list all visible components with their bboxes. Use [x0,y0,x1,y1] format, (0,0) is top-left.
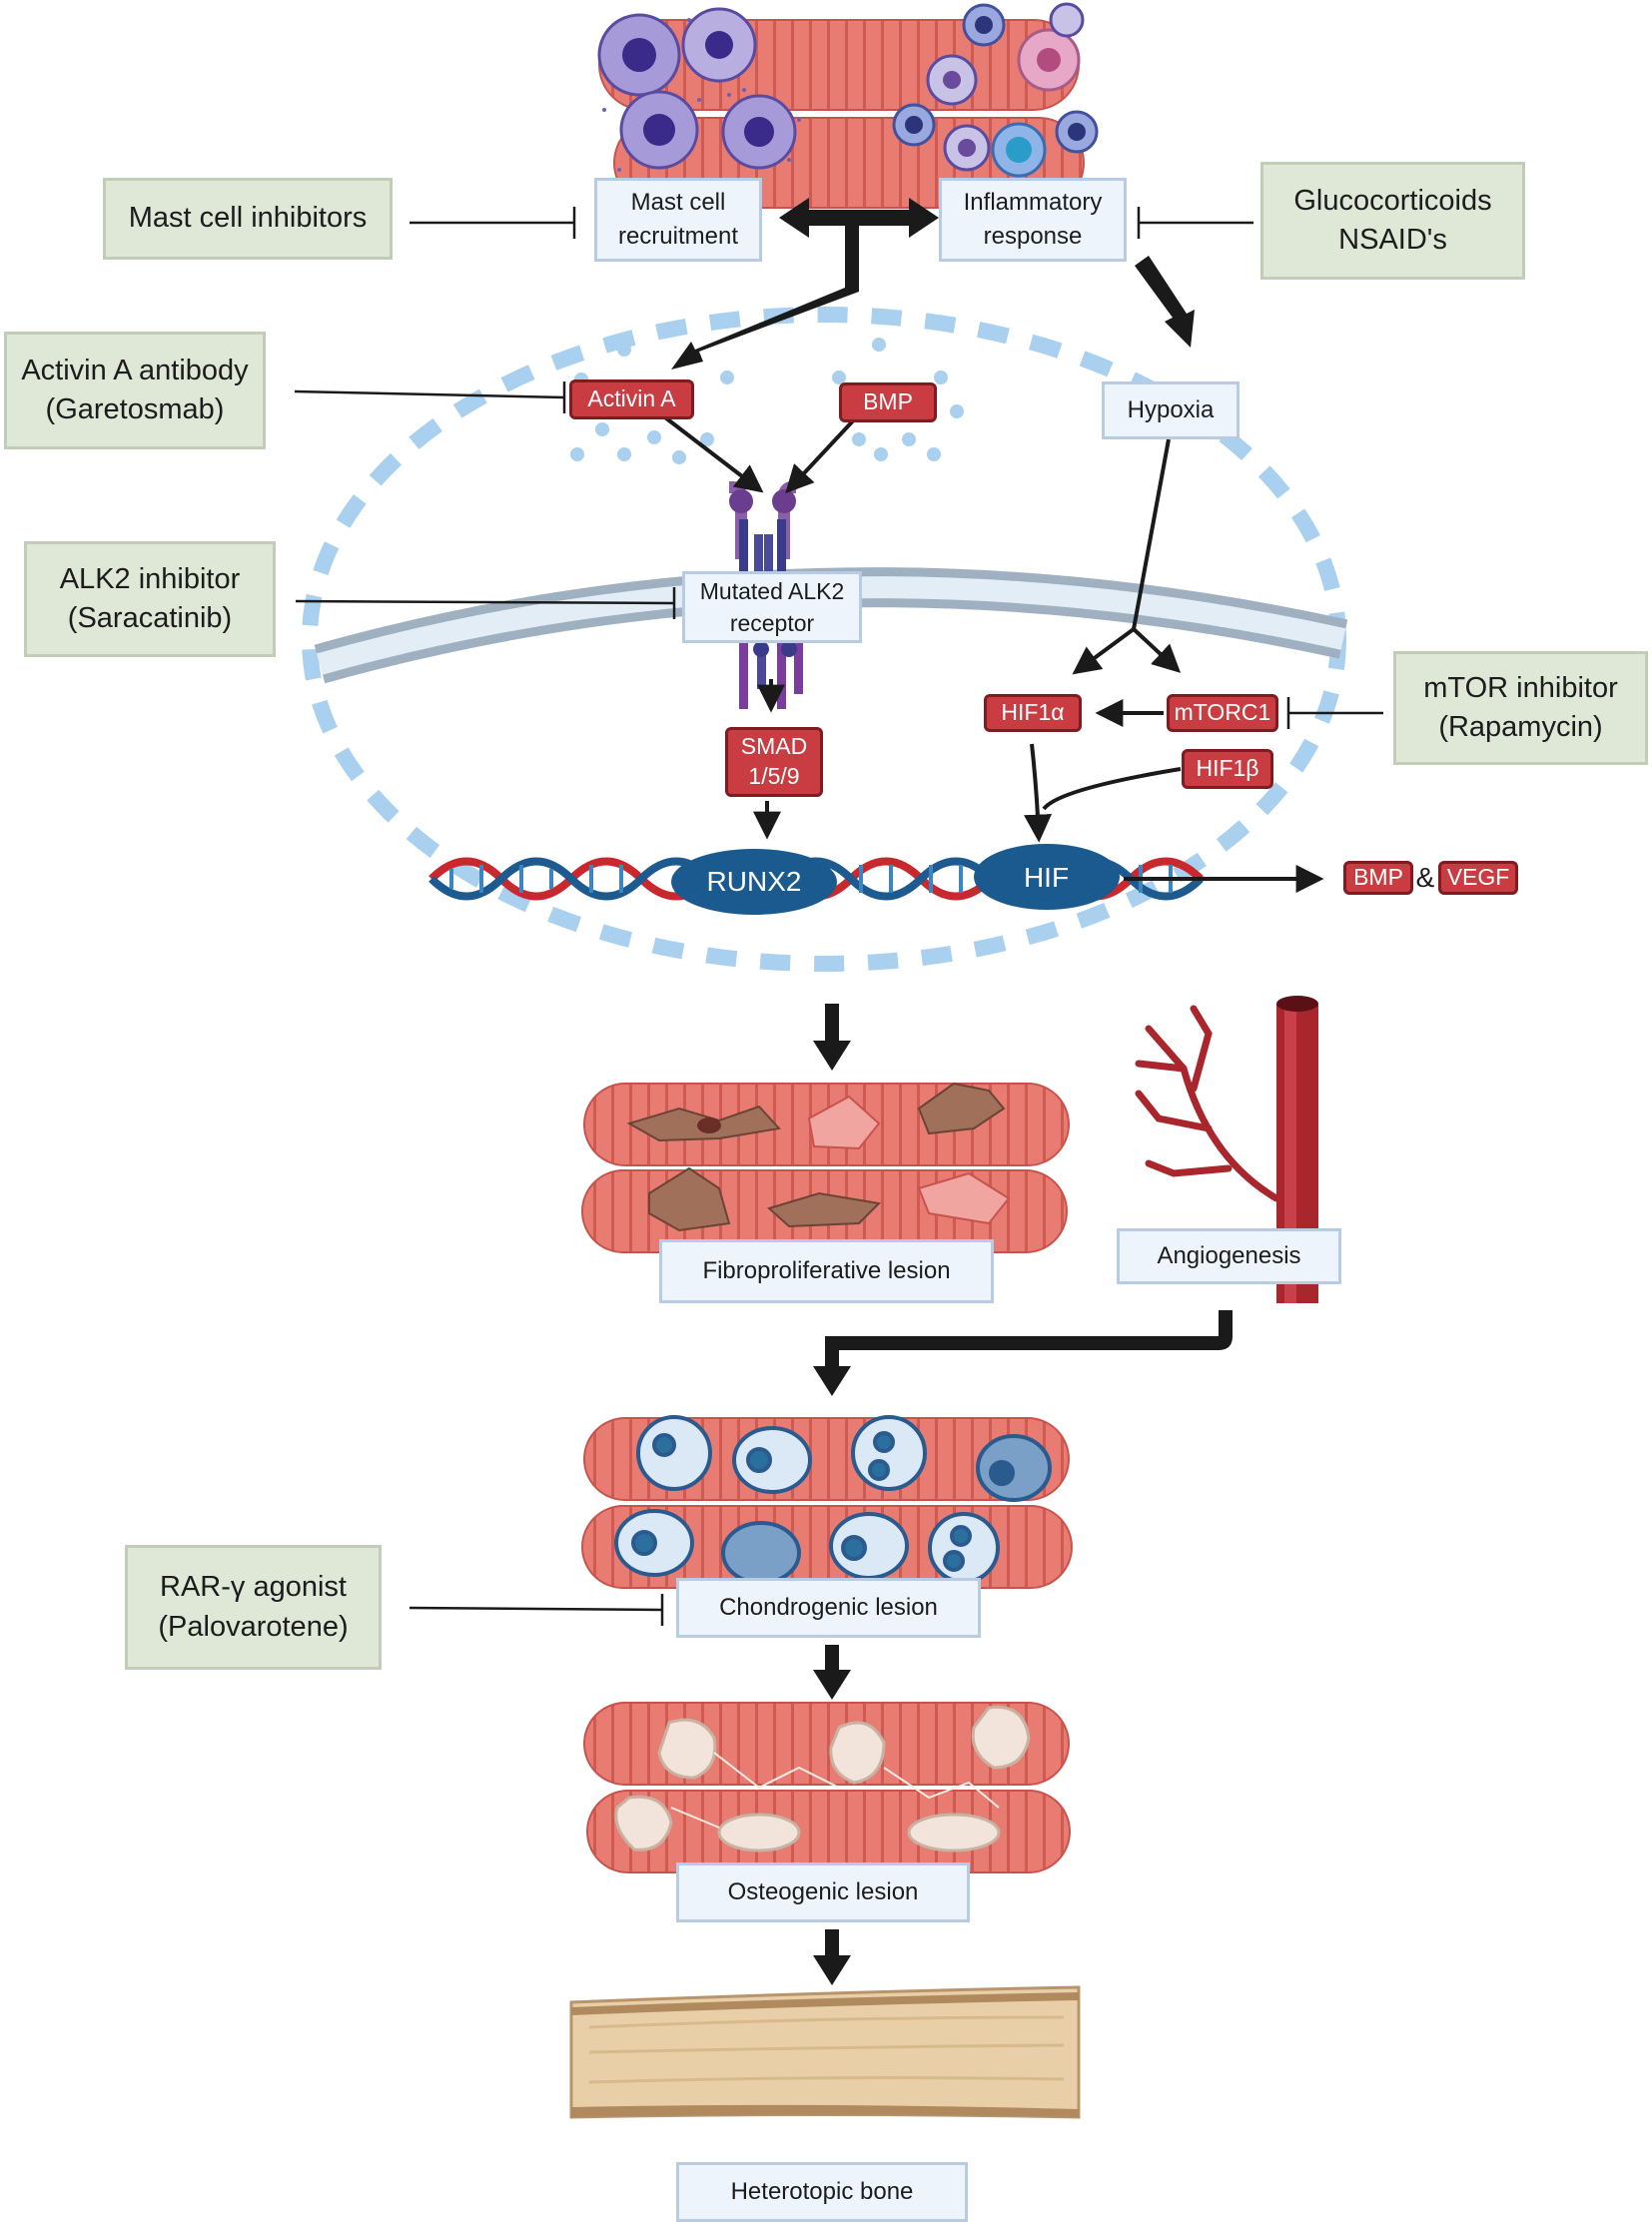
chondrogenic-muscle-icon [581,1415,1073,1589]
heterotopic-bone-icon [569,1985,1081,2119]
activin-a-label: Activin A [569,379,694,419]
fibroproliferative-muscle-icon [581,1082,1070,1253]
vegf-label: VEGF [1438,861,1518,895]
rar-agonist-box: RAR-γ agonist (Palovarotene) [125,1545,382,1670]
hif1b-label: HIF1β [1182,749,1273,789]
mast-cells-icon [597,7,801,182]
bmp-output-label: BMP [1343,861,1413,895]
fibroproliferative-lesion-box: Fibroproliferative lesion [659,1239,994,1303]
hif1a-label: HIF1α [984,694,1082,732]
alk2-inhibitor-box: ALK2 inhibitor (Saracatinib) [24,541,276,657]
smad-label: SMAD 1/5/9 [725,727,823,797]
dna-helix-icon [428,844,1204,915]
runx2-label: RUNX2 [706,866,802,897]
inflammatory-response-box: Inflammatory response [939,178,1127,262]
mtorc1-label: mTORC1 [1167,694,1278,732]
heterotopic-bone-box: Heterotopic bone [676,2162,968,2222]
angiogenesis-box: Angiogenesis [1117,1228,1341,1284]
osteogenic-muscle-icon [583,1702,1071,1873]
mast-cell-inhibitor-box: Mast cell inhibitors [103,178,393,260]
thick-arrows [671,198,1233,1985]
hif-label: HIF [1023,862,1070,893]
thin-arrows [659,412,1324,893]
activin-antibody-box: Activin A antibody (Garetosmab) [4,332,266,449]
inhibition-lines [294,207,1383,1626]
ligand-dots [570,338,964,464]
mutated-alk2-receptor-box: Mutated ALK2 receptor [682,571,862,643]
bmp-ligand-label: BMP [839,382,937,422]
osteogenic-lesion-box: Osteogenic lesion [676,1862,970,1922]
chondrogenic-lesion-box: Chondrogenic lesion [676,1578,981,1638]
mtor-inhibitor-box: mTOR inhibitor (Rapamycin) [1393,651,1648,765]
hypoxia-box: Hypoxia [1102,381,1239,439]
glucocorticoid-inhibitor-box: Glucocorticoids NSAID's [1260,162,1525,280]
mast-cell-recruitment-box: Mast cell recruitment [594,178,762,262]
immune-cells-icon [892,2,1099,178]
ampersand-label: & [1415,862,1435,893]
